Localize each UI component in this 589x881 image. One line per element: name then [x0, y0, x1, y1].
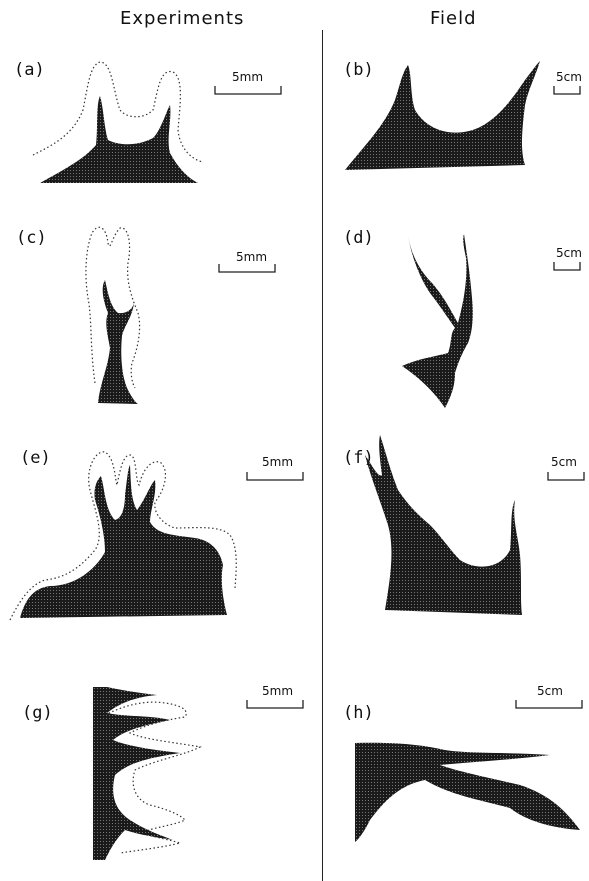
panel-label-g: (g) — [22, 703, 53, 723]
column-divider — [322, 30, 323, 881]
panel-e-figure — [5, 440, 245, 630]
scale-label-d: 5cm — [556, 246, 582, 260]
scale-bar-e — [246, 470, 306, 482]
scale-label-h: 5cm — [537, 684, 563, 698]
scale-bar-d — [553, 260, 583, 272]
scale-bar-a — [214, 84, 284, 96]
scale-bar-b — [553, 84, 583, 96]
panel-g-shape — [93, 687, 180, 860]
panel-a-figure — [28, 50, 218, 190]
panel-b-shape — [345, 61, 540, 170]
panel-h-figure — [350, 740, 585, 850]
scale-bar-g — [246, 698, 306, 710]
panel-a-shape — [40, 96, 198, 183]
panel-e-shape — [20, 465, 227, 618]
panel-label-h: (h) — [343, 703, 374, 723]
panel-b-figure — [340, 55, 550, 185]
scale-label-g: 5mm — [262, 684, 293, 698]
panel-h-shape — [355, 743, 580, 842]
panel-label-d: (d) — [343, 228, 374, 248]
scale-label-b: 5cm — [556, 70, 582, 84]
field-column-title: Field — [430, 8, 477, 29]
panel-f-figure — [360, 430, 535, 625]
scale-bar-f — [547, 470, 587, 482]
experiments-column-title: Experiments — [120, 8, 244, 29]
scale-label-a: 5mm — [232, 70, 263, 84]
scale-label-f: 5cm — [551, 455, 577, 469]
scale-bar-h — [515, 698, 585, 710]
scale-bar-c — [218, 262, 278, 274]
scale-label-e: 5mm — [262, 455, 293, 469]
panel-d-shape — [402, 234, 473, 408]
panel-f-shape — [365, 435, 522, 615]
panel-d-figure — [400, 228, 510, 413]
panel-c-figure — [80, 218, 170, 408]
panel-label-c: (c) — [16, 228, 47, 248]
panel-g-figure — [85, 685, 215, 865]
